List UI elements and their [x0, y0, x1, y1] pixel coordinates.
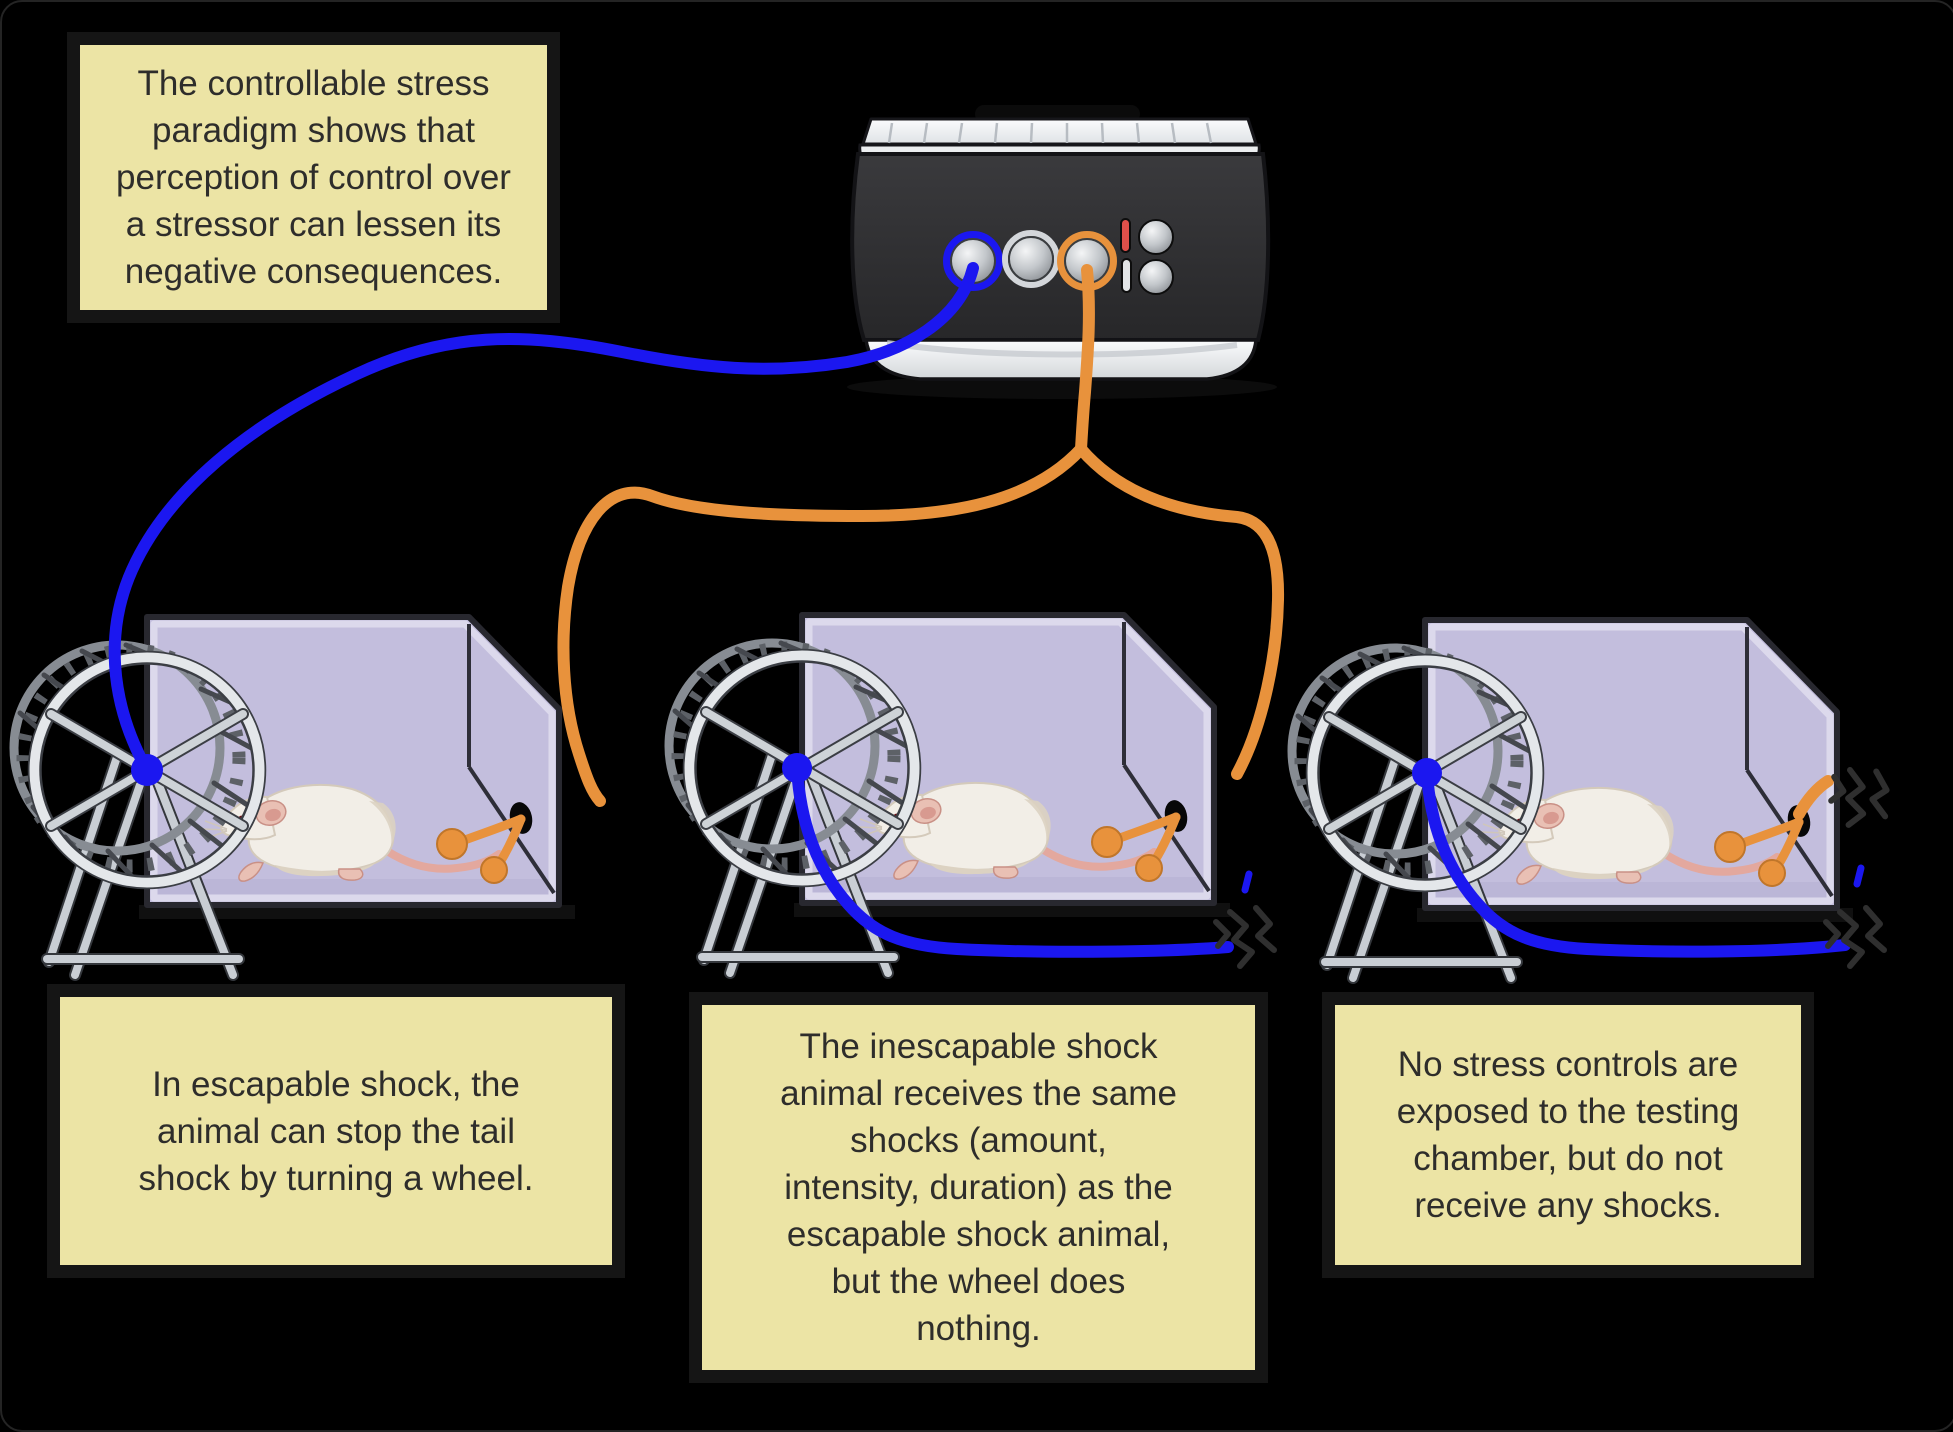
cut-wire-fragment — [1241, 870, 1253, 894]
blue-wire-cut-2 — [791, 762, 1234, 958]
indicator-light-off — [1121, 258, 1132, 293]
device-body — [850, 152, 1271, 342]
orange-wire-trunk — [1075, 264, 1095, 455]
orange-wire-left-branch — [557, 443, 1087, 807]
wheel-hub-connector — [782, 753, 812, 783]
wheel-hub-connector — [131, 754, 163, 786]
orange-wire-cut-3 — [1793, 775, 1834, 820]
output-port-blue — [943, 231, 1003, 291]
note-intro: The controllable stress paradigm shows t… — [80, 45, 547, 310]
wires — [108, 262, 1894, 966]
power-indicator-light — [1120, 218, 1131, 253]
control-knob — [1138, 219, 1174, 255]
shock-generator — [847, 105, 1277, 399]
control-knob — [1138, 259, 1174, 295]
wheel-hub-connector — [1412, 758, 1442, 788]
orange-wire-right-branch — [1075, 443, 1285, 780]
note-escapable-shock: In escapable shock, the animal can stop … — [60, 997, 612, 1265]
output-port-middle — [1002, 230, 1060, 288]
device-lid — [861, 117, 1258, 146]
note-inescapable-shock: The inescapable shock animal receives th… — [702, 1005, 1255, 1370]
cut-wire-fragment — [1853, 864, 1865, 888]
chamber-inescapable-shock — [669, 615, 1230, 973]
blue-wire-cut-3 — [1421, 767, 1851, 958]
chamber-no-stress-control — [1292, 620, 1853, 978]
blue-wire-connected — [108, 262, 979, 776]
lid-ridges — [887, 122, 1213, 144]
chamber-escapable-shock — [14, 617, 575, 975]
note-no-stress-control: No stress controls are exposed to the te… — [1335, 1005, 1801, 1265]
